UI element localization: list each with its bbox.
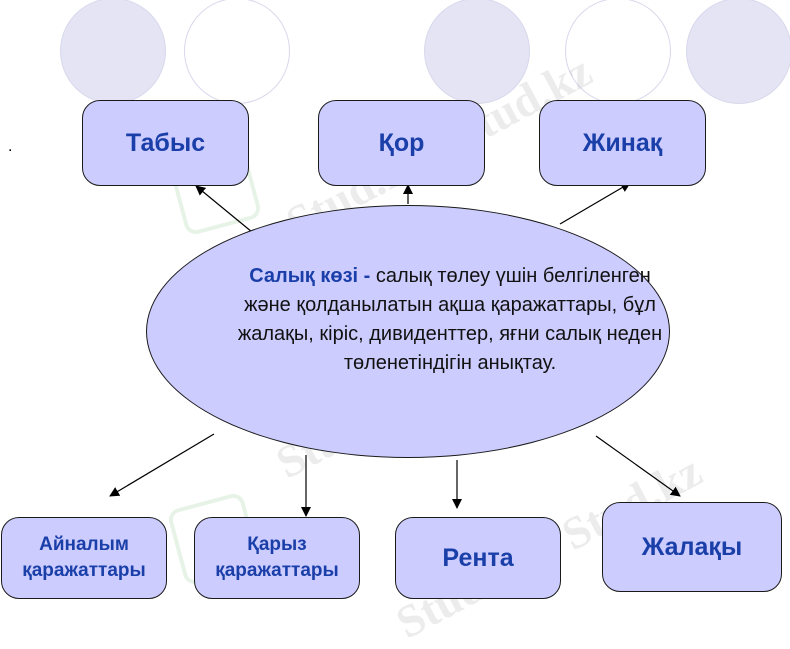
node-qor: Қор (318, 100, 485, 186)
node-label: Табыс (125, 128, 206, 157)
arrow-to-zhalaqy (595, 435, 681, 497)
node-label: Қарыз (247, 534, 307, 555)
node-renta: Рента (395, 517, 561, 599)
page-marker: . (8, 138, 13, 155)
node-label: Жалақы (641, 532, 743, 561)
node-zhalaqy: Жалақы (602, 502, 782, 592)
connector-arrows (109, 182, 681, 517)
node-zhinaq: Жинақ (539, 100, 706, 186)
node-label: Айналым (39, 534, 129, 555)
node-label: Рента (442, 543, 514, 572)
decor-circle (686, 0, 790, 104)
node-label: Жинақ (582, 128, 663, 157)
decor-circle (184, 0, 290, 104)
node-tabys: Табыс (82, 100, 249, 186)
node-ainalym-qarazhattary: Айналым қаражаттары (1, 517, 167, 599)
node-label: Қор (378, 128, 425, 157)
decor-circle (60, 0, 166, 104)
central-definition-text: Салық көзі - салық төлеу үшін белгіленге… (232, 262, 668, 378)
definition-term: Салық көзі - (249, 265, 371, 287)
arrow-to-tabys (195, 185, 253, 233)
central-definition-ellipse (146, 205, 670, 458)
arrow-to-ainalym (109, 433, 215, 497)
decor-circle (424, 0, 530, 104)
definition-body: салық төлеу үшін белгіленген және қолдан… (237, 265, 663, 374)
node-label: қаражаттары (215, 560, 339, 581)
node-qaryz-qarazhattary: Қарыз қаражаттары (194, 517, 360, 599)
arrow-to-zhinaq (559, 182, 631, 225)
node-label: қаражаттары (22, 560, 146, 581)
decor-circle (565, 0, 671, 104)
